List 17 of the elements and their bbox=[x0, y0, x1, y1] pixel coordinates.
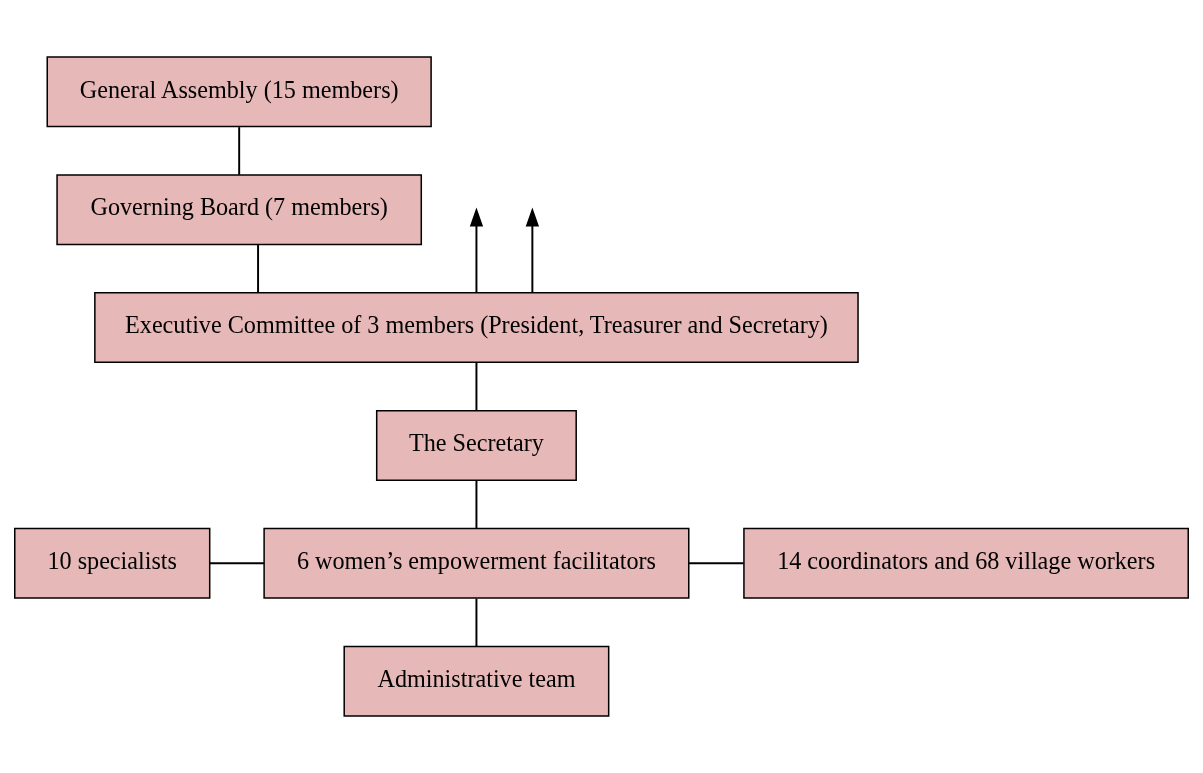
connector bbox=[238, 126, 241, 176]
node-box: 14 coordinators and 68 village workers bbox=[743, 527, 1189, 599]
connector bbox=[475, 361, 478, 412]
connector bbox=[257, 244, 260, 294]
connector bbox=[208, 562, 265, 565]
node-box: 10 specialists bbox=[14, 527, 211, 599]
node-box: Executive Committee of 3 members (President, Treasurer and Secretary) bbox=[94, 292, 859, 364]
node-box: Governing Board (7 members) bbox=[56, 174, 423, 246]
connector bbox=[688, 562, 745, 565]
node-box: General Assembly (15 members) bbox=[46, 56, 432, 128]
node-box: 6 women’s empowerment facilitators bbox=[263, 527, 690, 599]
connector bbox=[475, 597, 478, 648]
arrow bbox=[525, 207, 540, 294]
arrow bbox=[469, 207, 484, 294]
node-box: Administrative team bbox=[343, 645, 610, 717]
node-box: The Secretary bbox=[375, 409, 577, 481]
connector bbox=[475, 479, 478, 530]
